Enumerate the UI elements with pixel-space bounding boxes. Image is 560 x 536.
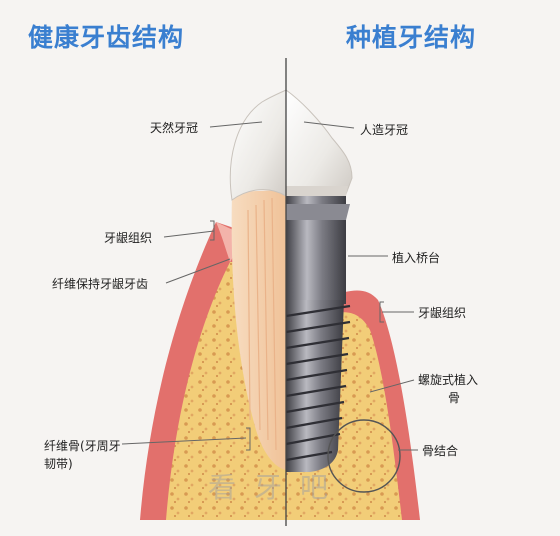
abutment-collar [286,204,350,220]
implant-body [286,300,344,472]
label-implant-line2: 骨 [448,391,461,405]
label-ligament-line1: 纤维骨(牙周牙 [44,439,121,453]
natural-tooth [229,89,287,470]
leader-lines-left [121,121,263,451]
label-implant-line1: 螺旋式植入 [418,373,479,387]
gum-pink-layer [216,222,246,262]
crown-edge [286,186,348,196]
implant-screw [285,192,351,472]
heading-implant: 种植牙结构 [346,23,477,52]
label-gingiva-right: 牙龈组织 [418,306,467,320]
heading-healthy-tooth: 健康牙齿结构 [28,23,185,52]
natural-crown-shape [229,89,287,201]
artificial-crown-shape [285,89,353,195]
leader-lines-right [303,121,418,451]
label-gingiva-left: 牙龈组织 [104,231,153,245]
root-canal-stripes [247,197,277,451]
osseointegration-circle [327,419,401,493]
label-abutment: 植入桥台 [392,251,441,265]
screw-threads [285,304,351,462]
label-ligament-line2: 韧带) [44,457,73,471]
label-fiber-gum-tooth: 纤维保持牙龈牙齿 [52,277,149,291]
watermark: 看牙吧 [208,471,347,504]
label-artificial-crown: 人造牙冠 [360,123,409,137]
label-osseointegration: 骨结合 [422,444,459,458]
label-natural-crown: 天然牙冠 [150,121,199,135]
